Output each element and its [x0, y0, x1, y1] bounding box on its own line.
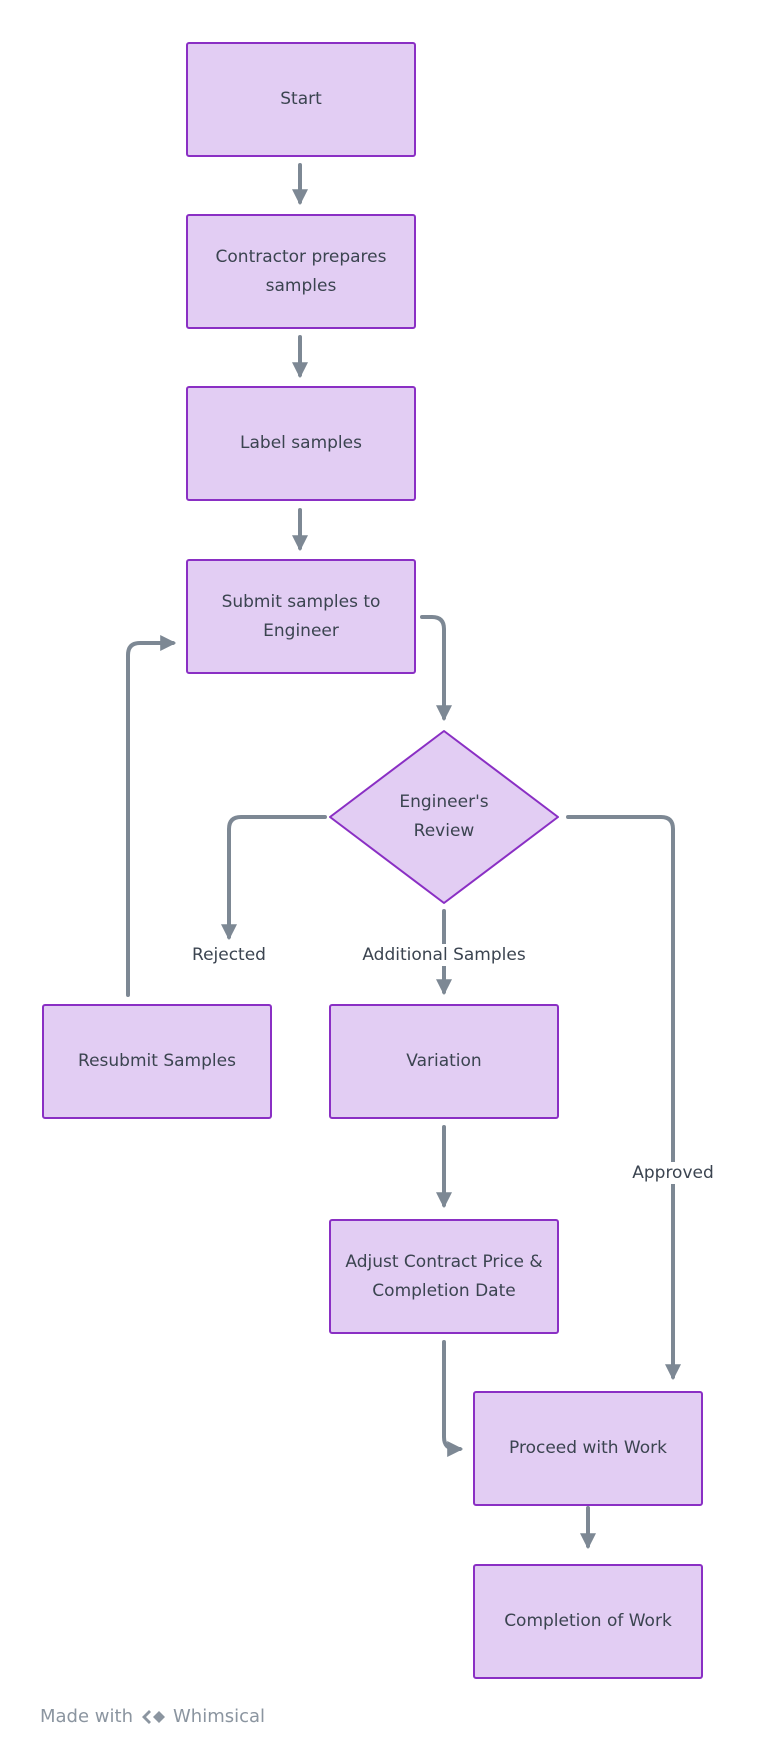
decision-diamond-shape [329, 730, 559, 904]
node-proceed-with-work[interactable]: Proceed with Work [473, 1391, 703, 1506]
connector-review-to-proceed [566, 815, 681, 1381]
node-adjust-contract-price-label: Adjust Contract Price & Completion Date [345, 1251, 543, 1301]
node-contractor-prepares-samples-label: Contractor prepares samples [215, 246, 387, 296]
node-variation-label: Variation [406, 1051, 482, 1071]
node-completion-of-work-label: Completion of Work [504, 1611, 672, 1631]
whimsical-brand: Whimsical [139, 1706, 265, 1727]
node-start-label: Start [280, 89, 322, 109]
node-engineers-review[interactable]: Engineer's Review [370, 785, 518, 849]
node-label-samples-label: Label samples [240, 433, 362, 453]
whimsical-logo-icon [141, 1709, 165, 1724]
edge-label-approved: Approved [629, 1162, 717, 1184]
edge-label-rejected: Rejected [189, 944, 269, 966]
connector-submit-to-review [420, 615, 452, 722]
node-submit-samples-label: Submit samples to Engineer [221, 591, 381, 641]
whimsical-brand-label: Whimsical [172, 1706, 266, 1727]
node-label-samples[interactable]: Label samples [186, 386, 416, 501]
edge-label-additional-samples: Additional Samples [359, 944, 529, 966]
connector-adjust-to-proceed [442, 1340, 464, 1457]
node-resubmit-samples[interactable]: Resubmit Samples [42, 1004, 272, 1119]
node-engineers-review-label: Engineer's Review [399, 792, 489, 841]
node-resubmit-samples-label: Resubmit Samples [78, 1051, 236, 1071]
connector-resubmit-to-submit [126, 635, 177, 997]
node-contractor-prepares-samples[interactable]: Contractor prepares samples [186, 214, 416, 329]
node-adjust-contract-price[interactable]: Adjust Contract Price & Completion Date [329, 1219, 559, 1334]
footer-made-with[interactable]: Made with Whimsical [40, 1706, 265, 1727]
node-variation[interactable]: Variation [329, 1004, 559, 1119]
node-start[interactable]: Start [186, 42, 416, 157]
node-submit-samples[interactable]: Submit samples to Engineer [186, 559, 416, 674]
made-with-label: Made with [40, 1706, 133, 1727]
node-completion-of-work[interactable]: Completion of Work [473, 1564, 703, 1679]
node-proceed-with-work-label: Proceed with Work [509, 1438, 667, 1458]
connector-review-to-resubmit [221, 815, 327, 941]
